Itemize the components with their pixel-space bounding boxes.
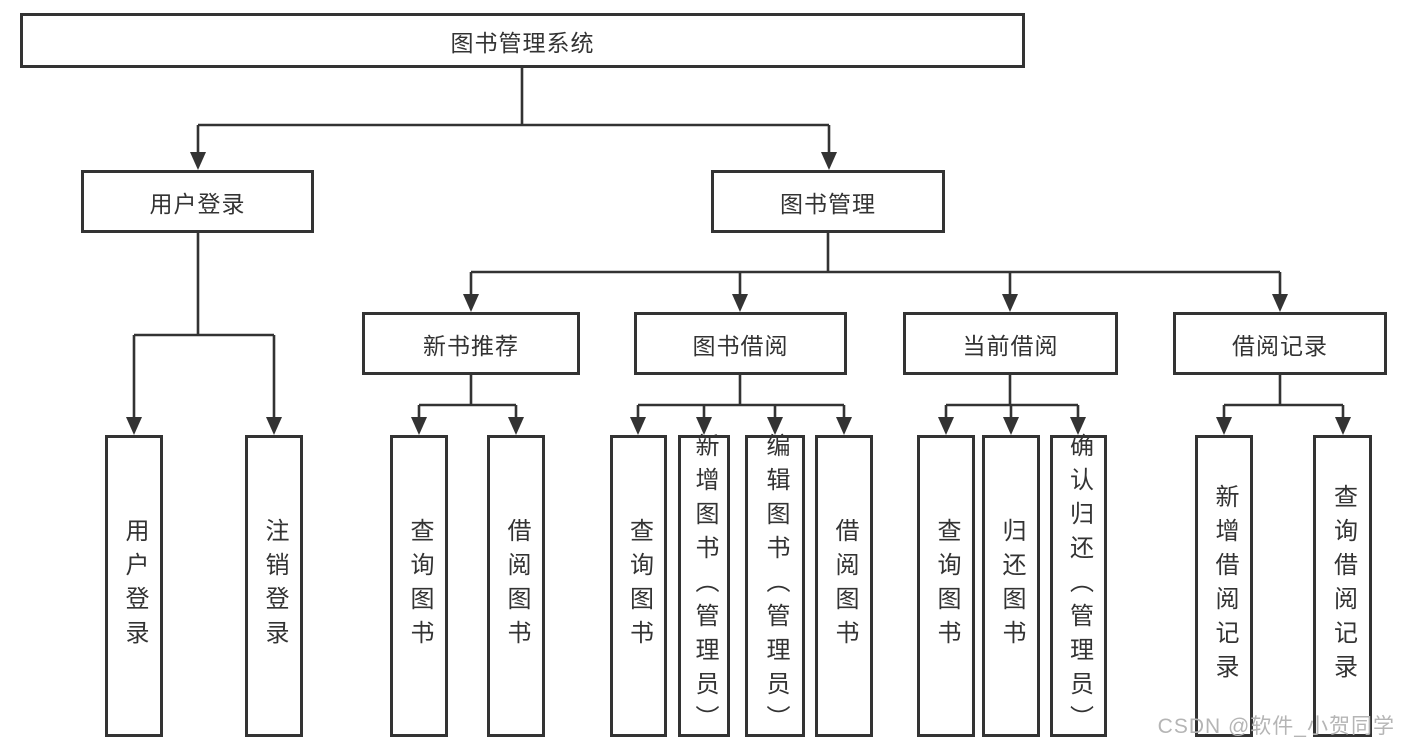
node-label: 查询借阅记录 — [1329, 484, 1357, 688]
node-label: 当前借阅 — [962, 332, 1059, 359]
node-label: 借阅记录 — [1232, 332, 1328, 359]
leaf-confirm-return-admin: 确认归还（管理员） — [1050, 433, 1107, 739]
node-user-login-group: 用户登录 — [81, 170, 314, 233]
connector-user-login-children — [126, 233, 282, 435]
node-label: 图书管理系统 — [450, 29, 595, 56]
node-label: 编辑图书（管理员） — [762, 433, 789, 739]
node-label: 借阅图书 — [503, 518, 530, 654]
node-label: 用户登录 — [121, 518, 148, 654]
node-book-borrowing: 图书借阅 — [634, 312, 847, 375]
leaf-borrow-books-recommend: 借阅图书 — [487, 435, 545, 737]
connector-root-to-level2 — [190, 68, 837, 170]
node-label: 查询图书 — [625, 518, 653, 654]
leaf-add-borrow-record: 新增借阅记录 — [1195, 435, 1253, 737]
node-label: 图书借阅 — [692, 332, 789, 359]
csdn-watermark: CSDN @软件_小贺同学 — [1157, 715, 1395, 738]
node-label: 新增借阅记录 — [1211, 484, 1238, 688]
node-label: 归还图书 — [998, 518, 1025, 654]
leaf-return-books: 归还图书 — [982, 435, 1040, 737]
node-borrowing-records: 借阅记录 — [1173, 312, 1387, 375]
node-label: 借阅图书 — [831, 518, 858, 654]
leaf-borrow-books-borrowing: 借阅图书 — [815, 435, 873, 737]
node-label: 查询图书 — [406, 518, 433, 654]
node-new-book-recommend: 新书推荐 — [362, 312, 580, 375]
leaf-query-books-borrowing: 查询图书 — [610, 435, 667, 737]
node-label: 查询图书 — [933, 518, 960, 654]
connector-book-management-children — [463, 233, 1288, 312]
node-label: 新书推荐 — [423, 332, 519, 359]
leaf-query-books-current: 查询图书 — [917, 435, 975, 737]
leaf-query-books-recommend: 查询图书 — [390, 435, 448, 737]
node-label: 确认归还（管理员） — [1065, 433, 1093, 739]
connector-book-borrowing-children — [630, 375, 852, 435]
connector-current-borrowing-children — [938, 375, 1086, 435]
leaf-logout: 注销登录 — [245, 435, 303, 737]
leaf-user-login: 用户登录 — [105, 435, 163, 737]
node-label: 注销登录 — [261, 518, 288, 654]
node-label: 用户登录 — [149, 190, 246, 217]
leaf-query-borrow-record: 查询借阅记录 — [1313, 435, 1372, 737]
node-current-borrowing: 当前借阅 — [903, 312, 1118, 375]
node-book-management: 图书管理 — [711, 170, 945, 233]
leaf-add-book-admin: 新增图书（管理员） — [678, 433, 730, 739]
node-label: 新增图书（管理员） — [691, 433, 718, 739]
node-library-system: 图书管理系统 — [20, 13, 1025, 68]
connector-new-book-children — [411, 375, 524, 435]
connector-borrowing-records-children — [1216, 375, 1351, 435]
node-label: 图书管理 — [780, 190, 876, 217]
leaf-edit-book-admin: 编辑图书（管理员） — [745, 433, 805, 739]
